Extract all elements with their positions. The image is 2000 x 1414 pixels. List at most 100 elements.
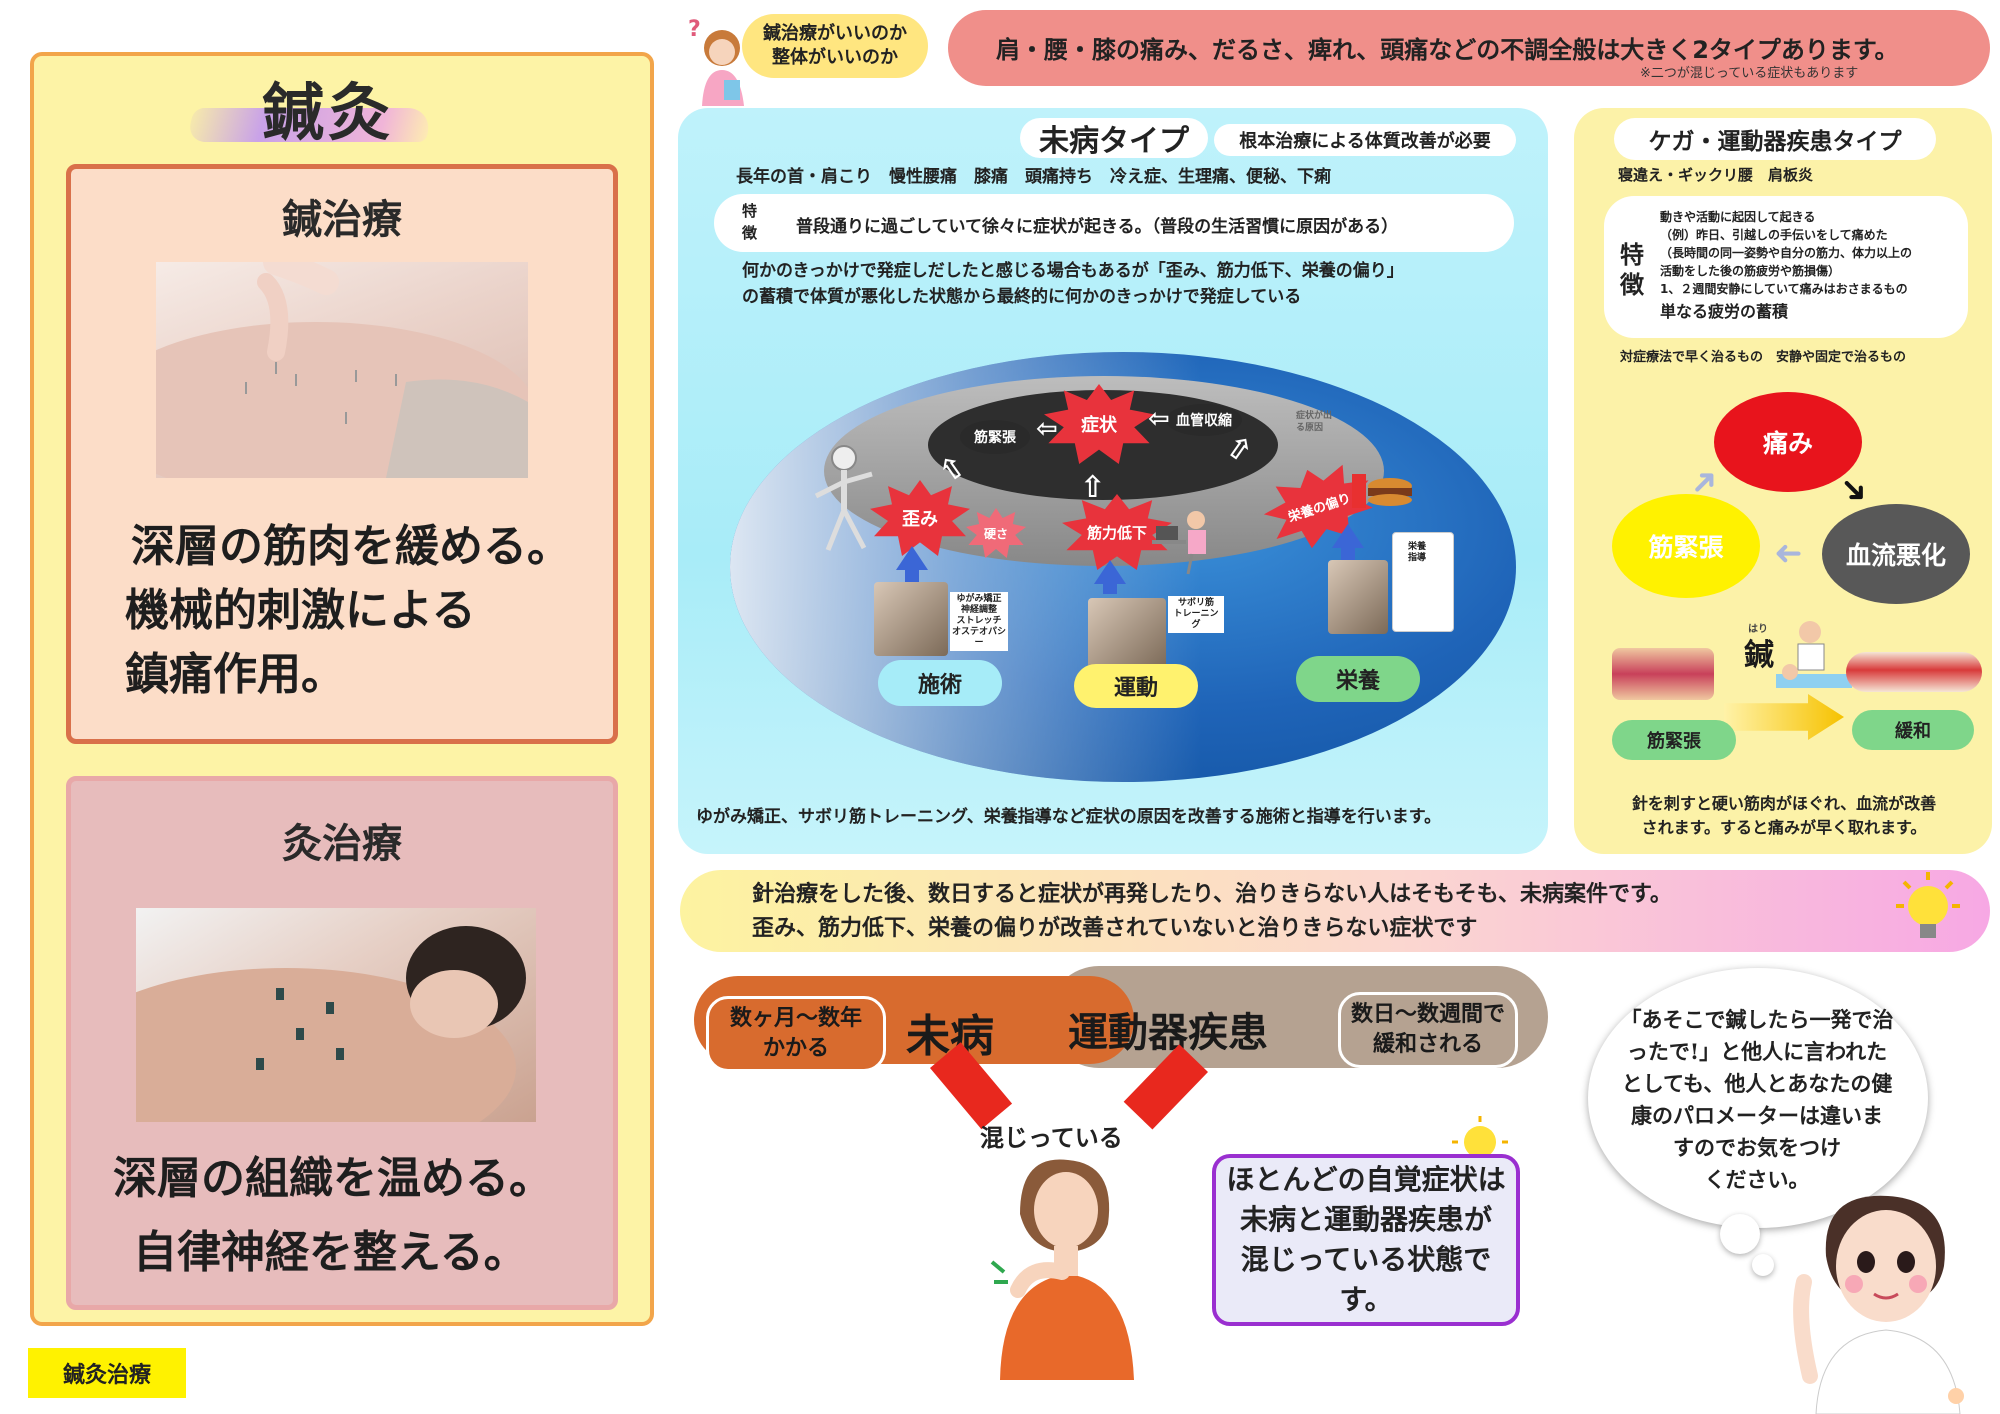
locomotor-duration-2: 緩和される (1372, 1032, 1483, 1057)
injury-feature-label: 特徴 (1620, 241, 1644, 299)
practitioner-illustration (1776, 618, 1852, 702)
injury-bottom-text: 針を刺すと硬い筋肉がほぐれ、血流が改善 されます。すると痛みが早く取れます。 (1604, 792, 1964, 840)
exercise-up-arrow-icon (1094, 560, 1126, 584)
treatment-button: 施術 (878, 660, 1002, 706)
moxibustion-photo (136, 908, 536, 1122)
injury-feature-5: 1、２週間安静にしていて痛みはおさまるもの (1660, 282, 1908, 296)
cause-note: 症状が出る原因 (1296, 411, 1333, 433)
nutrition-button: 栄養 (1296, 656, 1420, 702)
exercise-photo (1088, 598, 1166, 668)
moxibustion-text-2: 自律神経を整える。 (133, 1227, 528, 1278)
injury-features: 動きや活動に起因して起きる （例）昨日、引越しの手伝いをして痛めた （長時間の同… (1660, 208, 1912, 326)
relax-label: 緩和 (1852, 710, 1974, 750)
footer-badge: 鍼灸治療 (28, 1348, 186, 1398)
top-banner-text: 肩・腰・膝の痛み、だるさ、痺れ、頭痛などの不調全般は大きく2タイプあります。 (996, 36, 1899, 64)
mibyo-duration-1: 数ヶ月〜数年 (729, 1006, 862, 1031)
nurse-question-illustration: ? (684, 14, 750, 110)
lightbulb-icon (1888, 868, 1968, 962)
cycle-pain: 痛み (1714, 392, 1862, 492)
cloud-tail-2 (1752, 1254, 1774, 1276)
mibyo-symptoms: 長年の首・肩こり 慢性腰痛 膝痛 頭痛持ち 冷え症、生理痛、便秘、下痢 (736, 167, 1331, 187)
injury-symptoms: 寝違え・ギックリ腰 肩板炎 (1618, 166, 1814, 184)
mibyo-desc-line-1: 何かのきっかけで発症しだしたと感じる場合もあるが「歪み、筋力低下、栄養の偏り」 (742, 261, 1404, 281)
arrow-up-icon: ⇧ (1080, 470, 1106, 505)
junk-food-illustration (1348, 456, 1418, 520)
tense-label: 筋緊張 (1612, 720, 1736, 760)
relapse-line-1: 針治療をした後、数日すると症状が再発したり、治りきらない人はそもそも、未病案件で… (752, 882, 1672, 907)
cycle-muscle-tension: 筋緊張 (1612, 494, 1760, 598)
info-line-3: 混じっている状態です。 (1240, 1243, 1492, 1316)
mibyo-feature-label: 特徴 (742, 202, 758, 242)
treatment-tags: ゆがみ矯正 神経調整 ストレッチ オステオパシー (950, 592, 1008, 651)
page-title: 鍼灸 (262, 76, 395, 149)
cycle-blood-flow: 血流悪化 (1822, 504, 1970, 604)
exercise-tags: サボリ筋 トレーニング (1168, 596, 1224, 633)
speech-cloud (1588, 968, 1928, 1228)
injury-feature-1: 動きや活動に起因して起きる (1660, 210, 1816, 224)
mibyo-desc-line-2: の蓄積で体質が悪化した状態から最終的に何かのきっかけで発症している (742, 287, 1302, 307)
treatment-photo (874, 582, 948, 656)
question-line-2: 整体がいいのか (772, 47, 898, 68)
woman-shoulder-pain-illustration (990, 1154, 1140, 1384)
injury-bottom-2: されます。すると痛みが早く取れます。 (1641, 818, 1927, 837)
locomotor-duration: 数日〜数週間で 緩和される (1338, 992, 1518, 1068)
nutrition-photo (1328, 560, 1388, 634)
injury-feature-big: 単なる疲労の蓄積 (1660, 302, 1789, 321)
tense-muscle-image (1612, 648, 1714, 700)
exercise-button: 運動 (1074, 664, 1198, 708)
mibyo-duration-2: かかる (762, 1036, 829, 1061)
acupuncture-text-1: 深層の筋肉を緩める。 (131, 521, 571, 572)
injury-title: ケガ・運動器疾患タイプ (1614, 118, 1936, 160)
acupuncture-text-2: 機械的刺激による (125, 585, 476, 636)
injury-feature-box (1604, 196, 1968, 338)
vasoconstriction-label: 血管収縮 (1166, 404, 1242, 436)
locomotor-bar-label: 運動器疾患 (1068, 1009, 1268, 1056)
acupuncture-card: 鍼治療 深層の筋肉を緩める。 機械的刺激による 鎮痛作用。 (66, 164, 618, 744)
info-line-2: 未病と運動器疾患が (1239, 1203, 1492, 1236)
info-box: ほとんどの自覚症状は 未病と運動器疾患が 混じっている状態です。 (1212, 1154, 1520, 1326)
arrow-right-to-left-icon: ⇦ (1148, 404, 1170, 434)
svg-text:?: ? (688, 17, 701, 42)
injury-methods: 対症療法で早く治るもの 安静や固定で治るもの (1620, 350, 1907, 365)
top-banner-note: ※二つが混じっている症状もあります (1640, 66, 1859, 81)
muscle-tension-label: 筋緊張 (960, 420, 1030, 454)
needle-ruby: はり (1748, 624, 1768, 635)
mibyo-feature-text: 普段通りに過ごしていて徐々に症状が起きる。（普段の生活習慣に原因がある） (796, 217, 1399, 237)
mixed-label: 混じっている (980, 1124, 1123, 1152)
question-line-1: 鍼治療がいいのか (763, 23, 907, 44)
question-bubble: 鍼治療がいいのか 整体がいいのか (742, 14, 928, 78)
relapse-text: 針治療をした後、数日すると症状が再発したり、治りきらない人はそもそも、未病案件で… (752, 878, 1672, 946)
nutrition-tags: 栄養 指導 (1400, 540, 1434, 566)
info-line-1: ほとんどの自覚症状は (1226, 1163, 1506, 1196)
nurse-pointing-illustration (1776, 1186, 1966, 1414)
needle-kanji: 鍼 (1744, 638, 1774, 673)
top-banner (948, 10, 1990, 86)
acupuncture-title: 鍼治療 (282, 196, 402, 243)
injury-feature-4: 活動をした後の筋疲労や筋損傷） (1660, 264, 1841, 278)
moxibustion-text-1: 深層の組織を温める。 (113, 1153, 553, 1204)
arrow-left-icon: ⇦ (1036, 414, 1058, 444)
nutrition-up-arrow-icon (1332, 524, 1364, 548)
injury-bottom-1: 針を刺すと硬い筋肉がほぐれ、血流が改善 (1631, 794, 1937, 813)
mibyo-title: 未病タイプ (1020, 118, 1208, 159)
relapse-line-2: 歪み、筋力低下、栄養の偏りが改善されていないと治りきらない症状です (752, 916, 1478, 941)
treat-up-arrow-icon (896, 546, 928, 570)
relapse-banner (680, 870, 1990, 952)
injury-feature-3: （長時間の同一姿勢や自分の筋力、体力以上の (1660, 246, 1913, 260)
mibyo-bottom-text: ゆがみ矯正、サボリ筋トレーニング、栄養指導など症状の原因を改善する施術と指導を行… (696, 807, 1442, 827)
speech-cloud-text: 「あそこで鍼したら一発で治 ったで!」と他人に言われた としても、他人とあなたの… (1620, 1007, 1894, 1192)
acupuncture-photo (156, 262, 528, 478)
mibyo-subtitle: 根本治療による体質改善が必要 (1214, 124, 1516, 156)
mibyo-description: 何かのきっかけで発症しだしたと感じる場合もあるが「歪み、筋力低下、栄養の偏り」 … (742, 258, 1404, 310)
desk-worker-illustration (1148, 506, 1218, 580)
locomotor-duration-1: 数日〜数週間で (1350, 1002, 1505, 1027)
relaxed-muscle-image (1846, 652, 1982, 692)
cloud-tail-1 (1720, 1214, 1760, 1254)
acupuncture-text-3: 鎮痛作用。 (125, 649, 345, 700)
skeleton-illustration (804, 444, 880, 558)
cycle-arrow-2-icon: ➜ (1774, 534, 1803, 574)
moxibustion-title: 灸治療 (282, 820, 402, 867)
injury-feature-2: （例）昨日、引越しの手伝いをして痛めた (1660, 228, 1888, 242)
mibyo-feature-box (714, 194, 1514, 252)
mibyo-duration: 数ヶ月〜数年 かかる (706, 996, 886, 1072)
